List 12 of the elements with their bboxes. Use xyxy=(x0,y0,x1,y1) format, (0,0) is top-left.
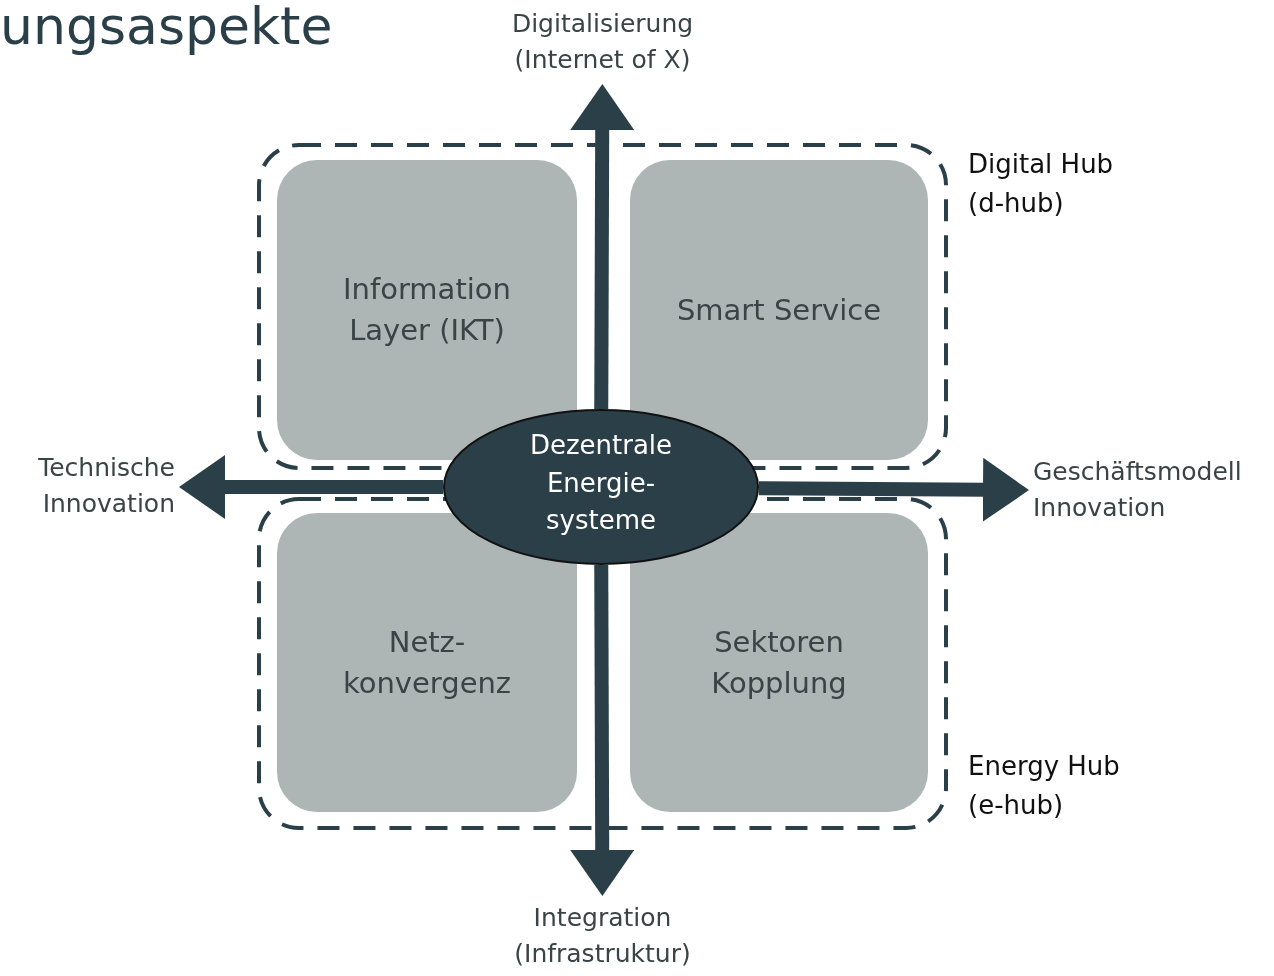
axis-label: Technische Innovation xyxy=(37,452,175,521)
arrow xyxy=(179,455,443,519)
center-label: Dezentrale Energie- systeme xyxy=(528,429,674,538)
arrow xyxy=(758,457,1029,522)
axis-label: Digitalisierung (Internet of X) xyxy=(510,8,695,77)
arrow xyxy=(570,84,635,410)
axis-label: Integration (Infrastruktur) xyxy=(513,902,692,971)
page-title: ungsaspekte xyxy=(0,0,333,56)
arrow xyxy=(570,564,635,896)
group-heading: Energy Hub (e-hub) xyxy=(968,750,1121,822)
group-heading: Digital Hub (d-hub) xyxy=(968,148,1115,220)
axis-label: Geschäftsmodell Innovation xyxy=(1033,456,1243,525)
